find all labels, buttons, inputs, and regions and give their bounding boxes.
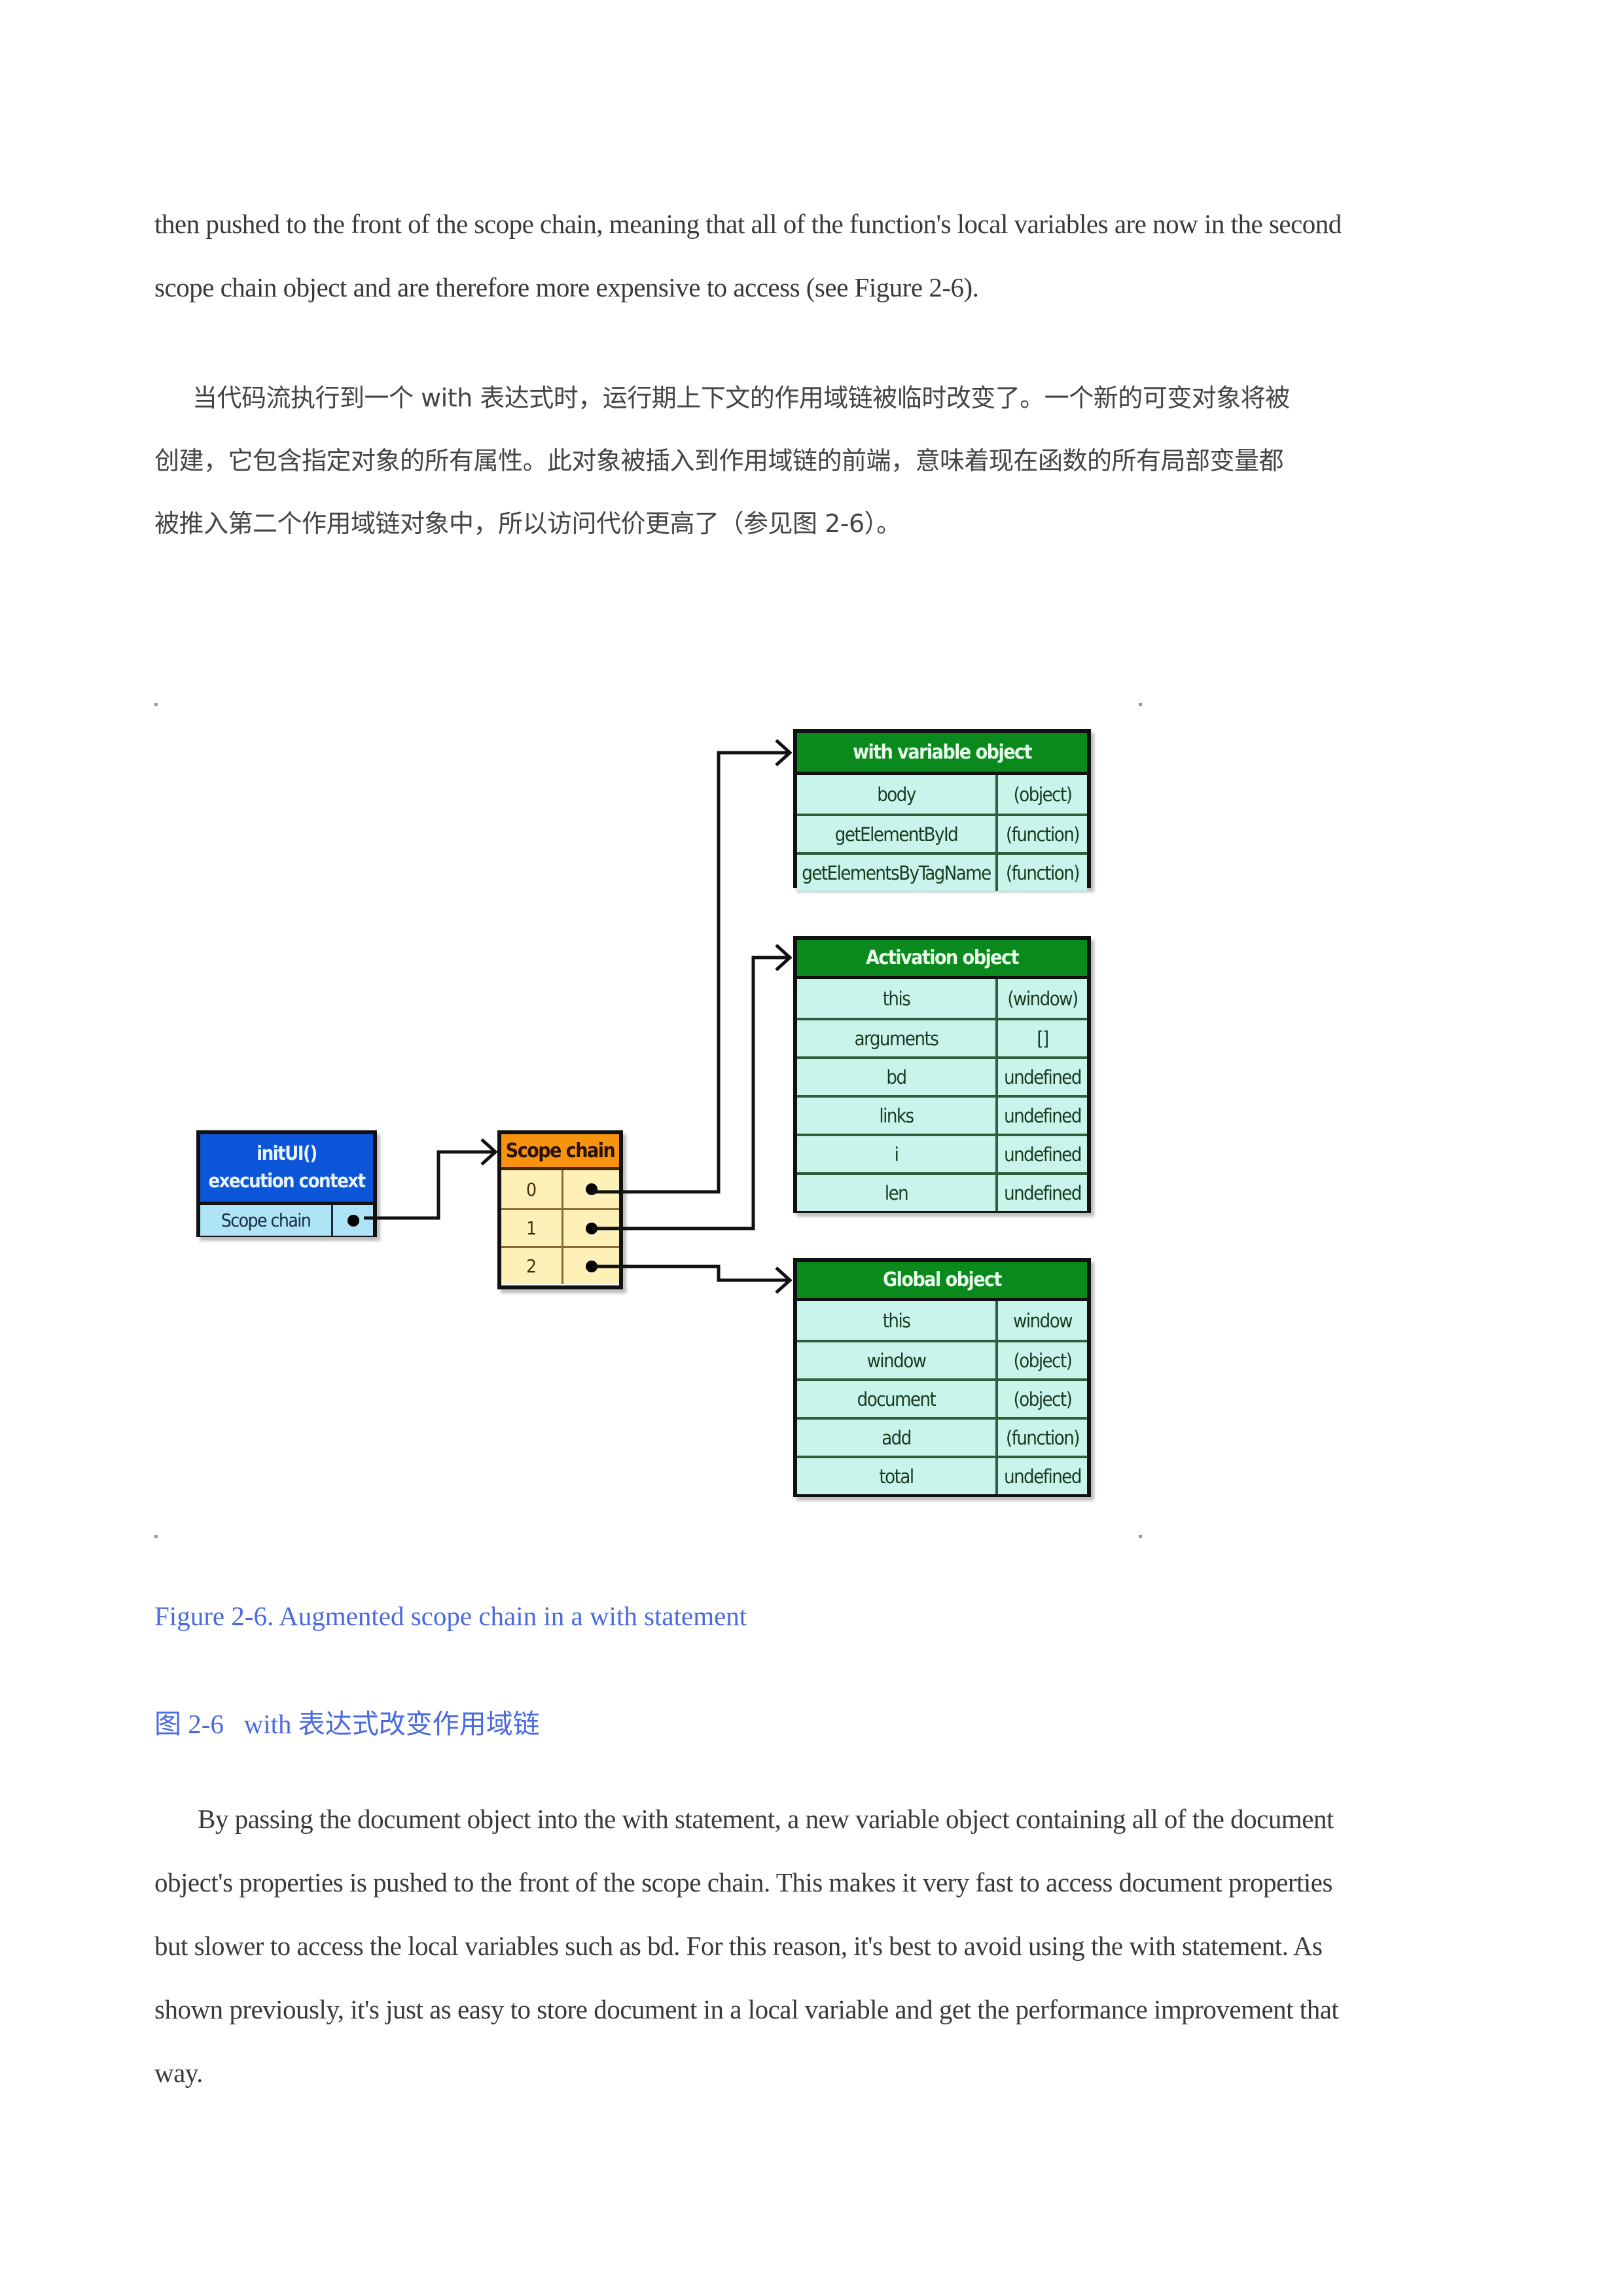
scope-chain-label: Scope chain [200,1205,333,1236]
scope-chain-header: Scope chain [501,1134,619,1170]
paragraph-line: 当代码流执行到一个 with 表达式时，运行期上下文的作用域链被临时改变了。一个… [192,384,1290,412]
execution-context-title: initUI() [257,1142,317,1164]
arrowhead-icon [775,944,793,971]
activation-object-rows: this (window) arguments [] bd undefined lin… [797,979,1087,1211]
figure-corner-mark [1139,1535,1142,1538]
figure-caption-zh: 图 2-6 with 表达式改变作用域链 [154,1709,540,1739]
property-name: window [797,1342,998,1378]
scope-chain-box: Scope chain 0 1 2 [497,1130,623,1289]
figure-caption-en: Figure 2-6. Augmented scope chain in a w… [154,1601,747,1631]
activation-object-header: Activation object [797,940,1087,979]
property-value: undefined [1004,1465,1082,1488]
property-name: this [797,979,998,1018]
property-value: (object) [1013,783,1073,806]
property-name: getElementsByTagName [797,855,998,891]
object-row: add (function) [797,1417,1087,1456]
property-name: body [797,775,998,814]
property-value: undefined [1004,1104,1082,1127]
property-value: (function) [1006,861,1080,884]
scope-chain-index: 2 [501,1248,563,1284]
pointer-dot-icon [585,1222,597,1234]
execution-context-subtitle: execution context [208,1170,366,1192]
execution-context-row: Scope chain [200,1205,373,1236]
with-variable-object-header: with variable object [797,733,1087,775]
scope-chain-row: 1 [501,1208,619,1246]
property-value: (window) [1007,987,1079,1010]
figure-corner-mark [1139,703,1142,706]
object-row: getElementsByTagName (function) [797,852,1087,891]
paragraph-line: By passing the document object into the … [198,1804,1334,1834]
property-value: (object) [1013,1388,1073,1410]
property-name: document [797,1381,998,1417]
object-row: body (object) [797,775,1087,814]
property-name: arguments [797,1020,998,1056]
paragraph-line: 被推入第二个作用域链对象中，所以访问代价更高了（参见图 2-6）。 [154,509,901,538]
with-variable-object-rows: body (object) getElementById (function) ge… [797,775,1087,891]
object-row: document (object) [797,1378,1087,1417]
property-value: [] [1037,1027,1049,1050]
object-row: getElementById (function) [797,814,1087,852]
property-value: undefined [1004,1143,1082,1166]
connector-scope0-to-with [592,751,789,1194]
paragraph-line: 创建，它包含指定对象的所有属性。此对象被插入到作用域链的前端，意味着现在函数的所… [154,446,1284,475]
arrowhead-icon [480,1138,498,1166]
activation-object-box: Activation object this (window) arguments… [793,936,1091,1213]
paragraph-line: shown previously, it's just as easy to s… [154,1994,1339,2024]
object-row: this window [797,1301,1087,1340]
property-name: len [797,1175,998,1211]
with-variable-object-box: with variable object body (object) getEle… [793,729,1091,891]
object-row: bd undefined [797,1056,1087,1095]
property-name: total [797,1458,998,1494]
property-value: undefined [1004,1066,1082,1088]
object-row: total undefined [797,1456,1087,1494]
property-value: window [1013,1309,1073,1332]
property-name: links [797,1098,998,1134]
object-row: this (window) [797,979,1087,1018]
paragraph-line: way. [154,2058,203,2088]
scope-chain-index: 0 [501,1170,563,1208]
object-row: i undefined [797,1134,1087,1172]
property-value: (object) [1013,1349,1073,1372]
property-value: (function) [1006,1426,1080,1449]
paragraph-line: then pushed to the front of the scope ch… [154,209,1342,239]
scope-chain-row: 0 [501,1170,619,1208]
object-row: window (object) [797,1340,1087,1378]
arrowhead-icon [775,1266,793,1294]
arrowhead-icon [775,739,793,766]
property-name: getElementById [797,816,998,852]
execution-context-box: initUI() execution context Scope chain [196,1130,377,1237]
property-name: add [797,1420,998,1456]
property-name: this [797,1301,998,1340]
property-value: (function) [1006,823,1080,846]
paragraph-line: scope chain object and are therefore mor… [154,272,979,302]
property-name: i [797,1136,998,1172]
property-name: bd [797,1059,998,1095]
execution-context-header: initUI() execution context [200,1134,373,1205]
pointer-dot-icon [585,1260,597,1272]
global-object-header: Global object [797,1262,1087,1301]
paragraph-line: but slower to access the local variables… [154,1931,1323,1961]
property-value: undefined [1004,1181,1082,1204]
figure-corner-mark [154,1535,158,1538]
pointer-dot-icon [347,1214,359,1227]
scope-chain-index: 1 [501,1210,563,1246]
paragraph-line: object's properties is pushed to the fro… [154,1867,1332,1897]
pointer-dot-icon [585,1183,597,1195]
scope-chain-row: 2 [501,1246,619,1284]
figure-corner-mark [154,703,158,706]
object-row: arguments [] [797,1018,1087,1056]
connector-context-to-scope-chain [364,1150,494,1220]
object-row: links undefined [797,1095,1087,1134]
object-row: len undefined [797,1172,1087,1211]
